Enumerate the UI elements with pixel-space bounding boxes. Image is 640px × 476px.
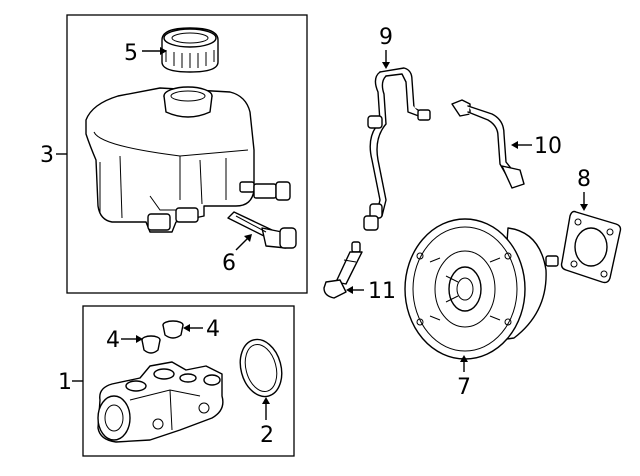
callout-2[interactable]: 2 — [260, 397, 274, 448]
booster-gasket-icon — [560, 210, 622, 284]
callout-4-left[interactable]: 4 — [106, 328, 143, 353]
callout-6-label: 6 — [222, 251, 236, 276]
callout-11[interactable]: 11 — [346, 279, 396, 304]
o-ring-seal-icon — [239, 338, 283, 398]
callout-5-label: 5 — [124, 41, 138, 66]
brake-booster-icon — [404, 218, 559, 360]
reservoir-cap-icon — [161, 27, 219, 73]
reservoir-grommet-icon — [141, 320, 184, 354]
callout-8[interactable]: 8 — [577, 167, 591, 211]
callout-10-label: 10 — [534, 134, 562, 159]
callout-3[interactable]: 3 — [40, 143, 67, 168]
callout-1-label: 1 — [58, 370, 72, 395]
fluid-level-sensor-icon — [227, 211, 297, 249]
brake-fluid-reservoir-icon — [85, 86, 291, 233]
callout-3-label: 3 — [40, 143, 54, 168]
callout-10[interactable]: 10 — [511, 134, 562, 159]
vacuum-hose-icon — [363, 67, 431, 231]
callout-9[interactable]: 9 — [379, 25, 393, 69]
callout-9-label: 9 — [379, 25, 393, 50]
callout-7-label: 7 — [457, 375, 471, 400]
callout-7[interactable]: 7 — [457, 355, 471, 400]
callout-2-label: 2 — [260, 423, 274, 448]
callout-8-label: 8 — [577, 167, 591, 192]
callout-4-right[interactable]: 4 — [183, 317, 220, 342]
vacuum-sensor-icon — [323, 241, 363, 299]
callout-1[interactable]: 1 — [58, 370, 83, 395]
callout-11-label: 11 — [368, 279, 396, 304]
callout-5[interactable]: 5 — [124, 41, 167, 66]
callout-4-right-label: 4 — [206, 317, 220, 342]
master-cylinder-icon — [97, 361, 224, 443]
check-valve-hose-icon — [451, 99, 525, 189]
callout-6[interactable]: 6 — [222, 234, 252, 276]
callout-4-left-label: 4 — [106, 328, 120, 353]
